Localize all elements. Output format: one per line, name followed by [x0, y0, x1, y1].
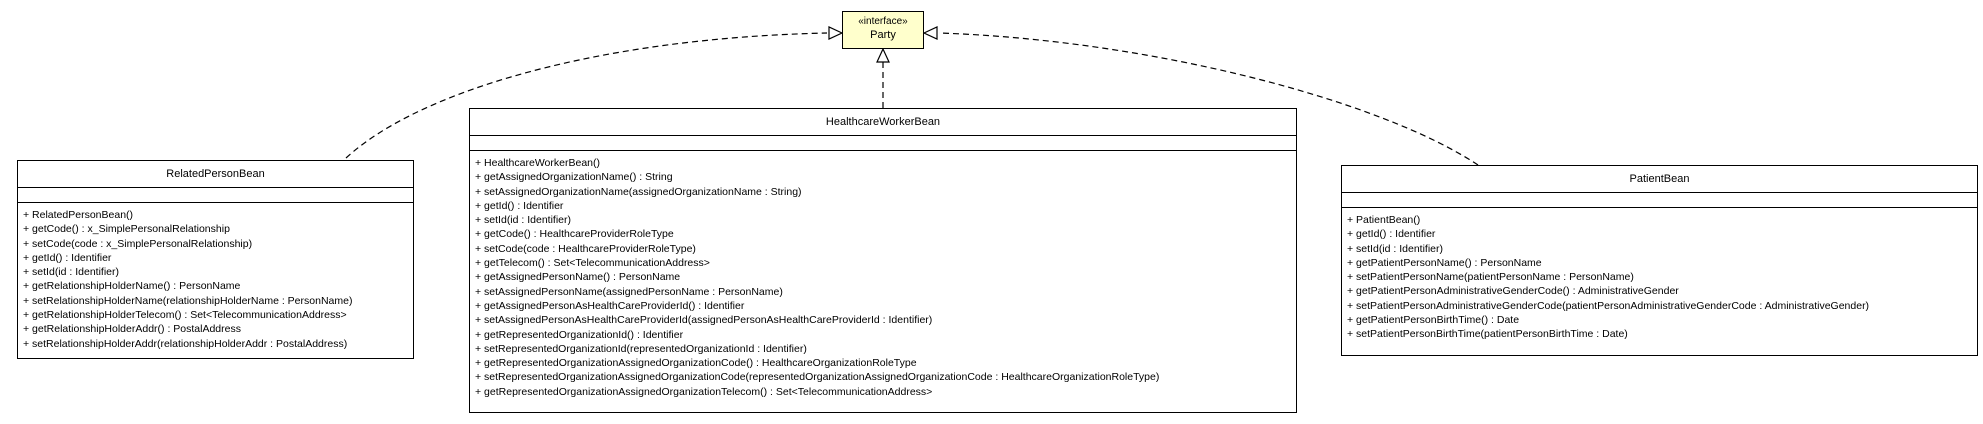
arrowhead-healthcare-worker [876, 47, 890, 63]
operation: + setAssignedOrganizationName(assignedOr… [475, 185, 802, 198]
operation: + setPatientPersonName(patientPersonName… [1347, 271, 1634, 284]
operation: + setId(id : Identifier) [1347, 242, 1444, 255]
operation: + getCode() : HealthcareProviderRoleType [475, 228, 674, 241]
operations-compartment: + HealthcareWorkerBean() + getAssignedOr… [470, 151, 1296, 399]
attributes-compartment [470, 136, 1296, 151]
operation: + setRelationshipHolderName(relationship… [23, 294, 353, 307]
operation: + getPatientPersonName() : PersonName [1347, 256, 1542, 269]
patient-bean-class[interactable]: PatientBean + PatientBean() + getId() : … [1341, 165, 1978, 356]
related-person-bean-class[interactable]: RelatedPersonBean + RelatedPersonBean() … [17, 160, 414, 359]
edge-related-person-to-party [345, 32, 828, 159]
operation: + getPatientPersonAdministrativeGenderCo… [1347, 285, 1679, 298]
operation: + setAssignedPersonAsHealthCareProviderI… [475, 314, 933, 327]
arrowhead-patient [922, 26, 938, 40]
operation: + setId(id : Identifier) [23, 266, 120, 279]
operation: + setAssignedPersonName(assignedPersonNa… [475, 285, 783, 298]
arrowhead-related-person [828, 26, 844, 40]
operation: + setRelationshipHolderAddr(relationship… [23, 337, 348, 350]
operation: + getRelationshipHolderAddr() : PostalAd… [23, 323, 241, 336]
operation: + setPatientPersonBirthTime(patientPerso… [1347, 328, 1628, 341]
operation: + getRepresentedOrganizationAssignedOrga… [475, 357, 917, 370]
operation: + setRepresentedOrganizationId(represent… [475, 342, 807, 355]
class-name: RelatedPersonBean [18, 161, 413, 188]
operation: + getRepresentedOrganizationId() : Ident… [475, 328, 684, 341]
operation: + RelatedPersonBean() [23, 209, 134, 221]
operation: + setCode(code : HealthcareProviderRoleT… [475, 242, 696, 255]
healthcare-worker-bean-class[interactable]: HealthcareWorkerBean + HealthcareWorkerB… [469, 108, 1297, 413]
operation: + getId() : Identifier [475, 199, 564, 212]
attributes-compartment [18, 188, 413, 203]
operation: + getId() : Identifier [23, 251, 112, 264]
operation: + getCode() : x_SimplePersonalRelationsh… [23, 223, 230, 236]
party-interface[interactable]: «interface» Party [842, 11, 924, 49]
operation: + getRelationshipHolderTelecom() : Set<T… [23, 309, 347, 322]
operation: + getAssignedPersonName() : PersonName [475, 271, 681, 284]
operation: + setCode(code : x_SimplePersonalRelatio… [23, 237, 253, 250]
operation: + getAssignedPersonAsHealthCareProviderI… [475, 299, 745, 312]
class-name: PatientBean [1342, 166, 1977, 193]
operation: + setId(id : Identifier) [475, 214, 572, 227]
class-name: HealthcareWorkerBean [470, 109, 1296, 136]
interface-stereotype: «interface» [858, 16, 908, 27]
operation: + getTelecom() : Set<TelecommunicationAd… [475, 257, 710, 270]
operations-compartment: + PatientBean() + getId() : Identifier +… [1342, 208, 1977, 342]
operation: + getId() : Identifier [1347, 228, 1436, 241]
operation: + PatientBean() [1347, 214, 1421, 226]
operation: + getRepresentedOrganizationAssignedOrga… [475, 385, 933, 398]
operations-compartment: + RelatedPersonBean() + getCode() : x_Si… [18, 203, 413, 351]
edge-patient-to-party [938, 32, 1479, 166]
operation: + getPatientPersonBirthTime() : Date [1347, 314, 1520, 327]
operation: + getRelationshipHolderName() : PersonNa… [23, 280, 241, 293]
operation: + setPatientPersonAdministrativeGenderCo… [1347, 299, 1870, 312]
operation: + HealthcareWorkerBean() [475, 157, 600, 169]
interface-name: Party [870, 29, 896, 41]
operation: + getAssignedOrganizationName() : String [475, 171, 673, 184]
operation: + setRepresentedOrganizationAssignedOrga… [475, 371, 1160, 384]
attributes-compartment [1342, 193, 1977, 208]
